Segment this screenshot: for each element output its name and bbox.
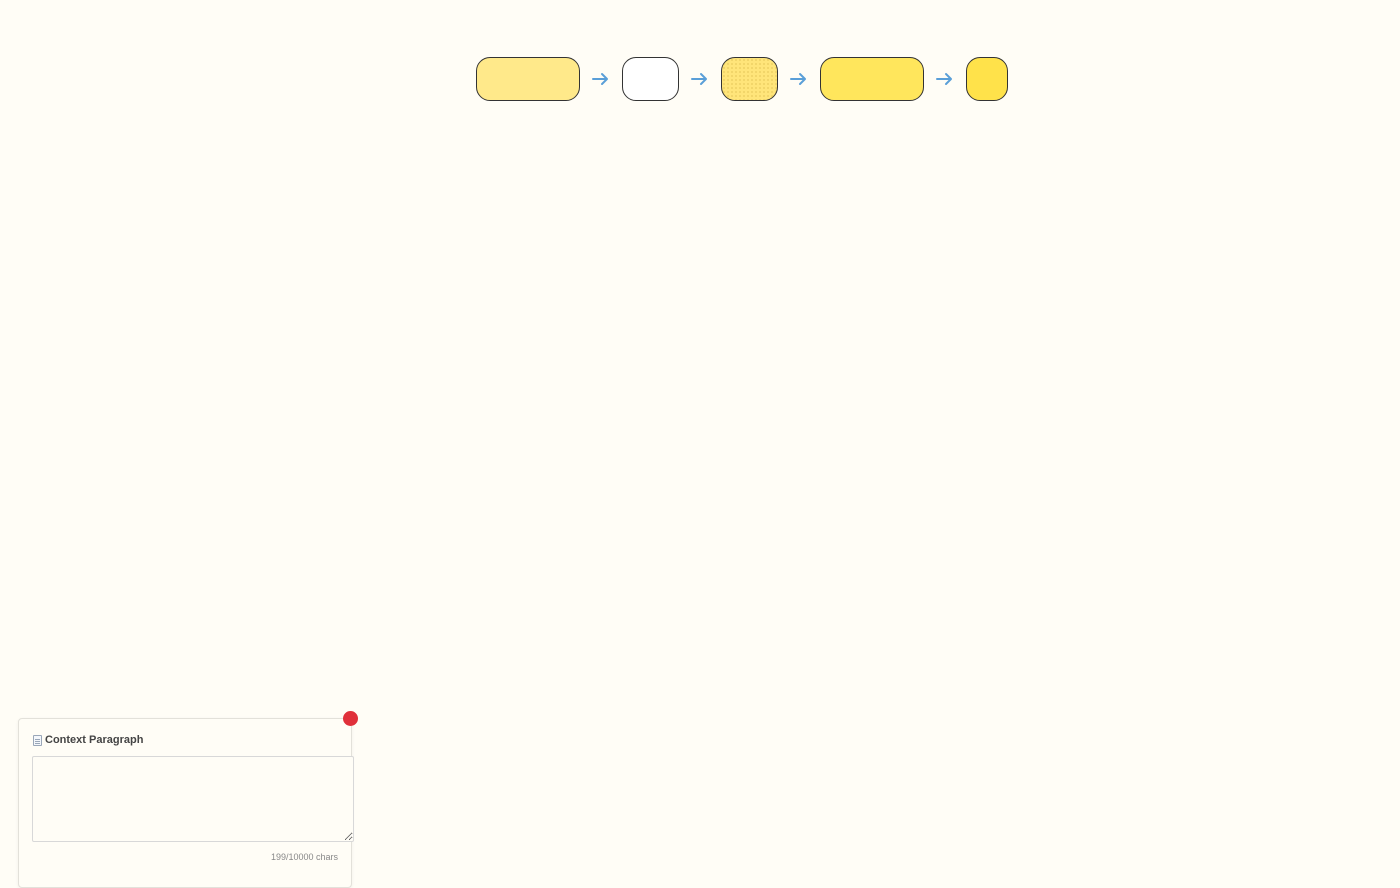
arrow-right-icon	[778, 57, 820, 101]
context-paragraph-panel: Context Paragraph 199/10000 chars	[18, 718, 354, 888]
panel-title-label: Context Paragraph	[45, 734, 144, 746]
arrow-right-icon	[580, 57, 622, 101]
pipeline-step-5[interactable]	[966, 57, 1008, 101]
pipeline-step-4[interactable]	[820, 57, 924, 101]
pipeline-step-2[interactable]	[622, 57, 679, 101]
close-icon[interactable]	[343, 711, 358, 726]
pipeline-step-3[interactable]	[721, 57, 778, 101]
pipeline	[476, 57, 1008, 101]
panel-title: Context Paragraph	[33, 734, 143, 746]
document-icon	[33, 734, 42, 746]
context-paragraph-input[interactable]	[32, 756, 354, 842]
pipeline-step-1[interactable]	[476, 57, 580, 101]
char-count: 199/10000 chars	[270, 852, 338, 862]
arrow-right-icon	[924, 57, 966, 101]
arrow-right-icon	[679, 57, 721, 101]
